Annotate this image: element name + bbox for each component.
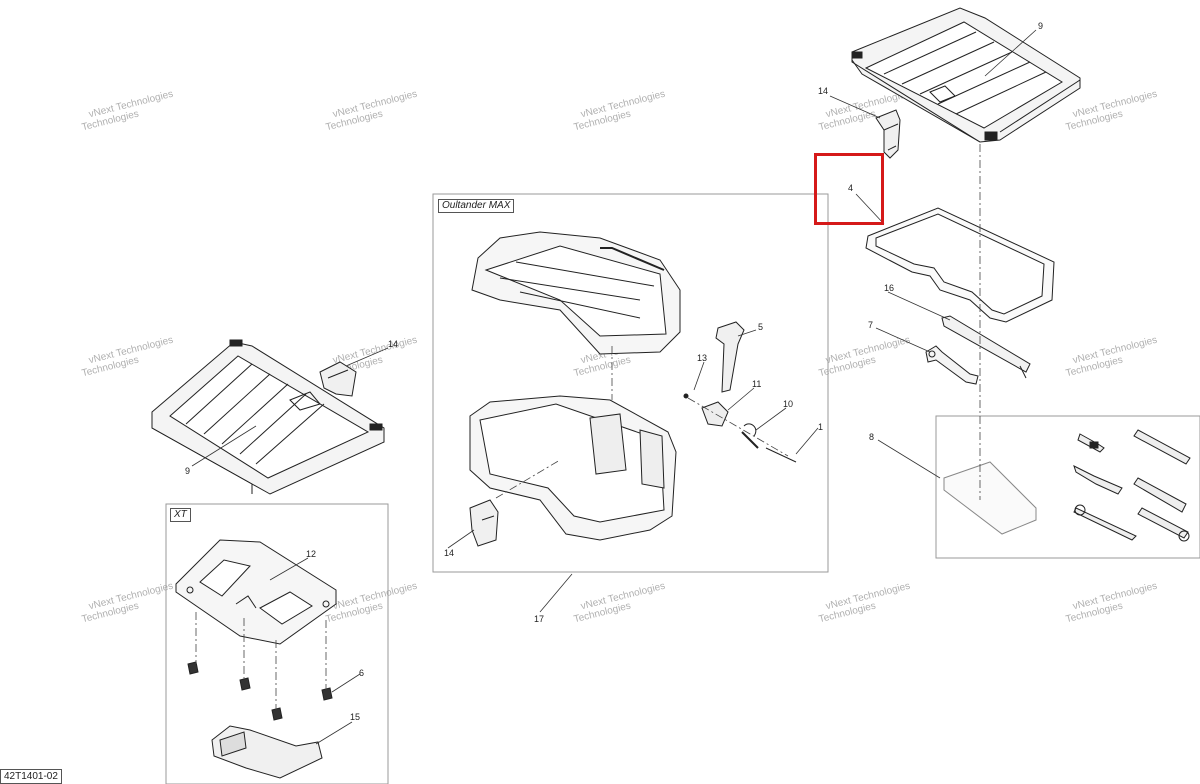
highlight-box-part-4 bbox=[814, 153, 884, 225]
mounting-plate bbox=[175, 539, 337, 645]
part-label-14-center: 14 bbox=[444, 548, 455, 558]
bracket-assembly bbox=[211, 725, 323, 779]
part-label-1: 1 bbox=[818, 422, 824, 432]
part-label-5: 5 bbox=[758, 322, 764, 332]
part-label-17: 17 bbox=[534, 614, 545, 624]
part-label-8: 8 bbox=[869, 432, 875, 442]
catalog-id: 42T1401-02 bbox=[0, 769, 62, 784]
part-label-14-left: 14 bbox=[388, 339, 399, 349]
part-label-13: 13 bbox=[697, 353, 708, 363]
part-label-7: 7 bbox=[868, 320, 874, 330]
latch-bracket bbox=[469, 499, 499, 547]
clip-top bbox=[875, 109, 901, 159]
clip-left bbox=[319, 361, 357, 397]
latch bbox=[715, 321, 745, 393]
rack-tray-left bbox=[151, 339, 385, 495]
part-label-11: 11 bbox=[752, 379, 762, 389]
part-label-15: 15 bbox=[350, 712, 361, 722]
assembly-axis-lines bbox=[195, 144, 981, 710]
group-title-xt: XT bbox=[170, 508, 191, 522]
storage-lid bbox=[471, 231, 681, 355]
strap bbox=[941, 315, 1031, 379]
storage-bin bbox=[469, 395, 677, 541]
group-title-oultander-max: Oultander MAX bbox=[438, 199, 515, 213]
part-label-9-top: 9 bbox=[1038, 21, 1044, 31]
part-label-9-left: 9 bbox=[185, 466, 191, 476]
seal-frame bbox=[865, 207, 1055, 323]
part-label-16: 16 bbox=[884, 283, 895, 293]
part-label-6: 6 bbox=[359, 668, 365, 678]
part-label-12: 12 bbox=[306, 549, 317, 559]
leader-lines bbox=[191, 29, 1037, 745]
tool-wrench bbox=[925, 345, 979, 385]
part-label-10: 10 bbox=[783, 399, 794, 409]
rack-tray-top-right bbox=[851, 7, 1081, 143]
part-label-4: 4 bbox=[848, 183, 854, 193]
fasteners bbox=[187, 661, 333, 721]
part-label-14-top: 14 bbox=[818, 86, 829, 96]
tool-kit bbox=[943, 429, 1191, 542]
latch-mechanism bbox=[683, 393, 797, 463]
